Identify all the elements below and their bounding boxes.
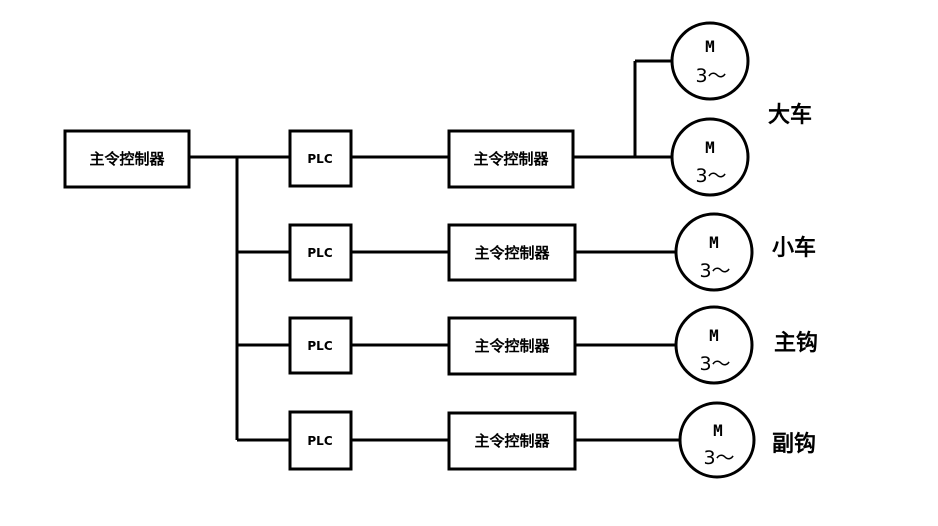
motor: M 3～ bbox=[670, 117, 750, 197]
main-controller-label: 主令控制器 bbox=[89, 150, 165, 168]
motor-symbol: M bbox=[709, 326, 719, 345]
controller-label: 主令控制器 bbox=[473, 150, 549, 168]
branch-label: 大车 bbox=[768, 102, 812, 128]
motor-symbol: M bbox=[709, 233, 719, 252]
plc-label: PLC bbox=[307, 434, 332, 448]
motor: M 3～ bbox=[674, 212, 754, 292]
plc-label: PLC bbox=[307, 152, 332, 166]
branch-main-hook: PLC 主令控制器 M 3～ 主钩 bbox=[288, 305, 818, 385]
motor: M 3～ bbox=[670, 21, 750, 101]
motor-phase: 3～ bbox=[699, 260, 730, 282]
motor: M 3～ bbox=[674, 305, 754, 385]
motor-phase: 3～ bbox=[703, 447, 734, 469]
motor: M 3～ bbox=[678, 401, 756, 479]
motor-symbol: M bbox=[705, 37, 715, 56]
controller-label: 主令控制器 bbox=[474, 432, 550, 450]
main-controller-box: 主令控制器 bbox=[63, 129, 191, 189]
motor-symbol: M bbox=[705, 138, 715, 157]
plc-label: PLC bbox=[307, 246, 332, 260]
plc-label: PLC bbox=[307, 339, 332, 353]
branch-aux-hook: PLC 主令控制器 M 3～ 副钩 bbox=[288, 401, 816, 479]
branch-label: 小车 bbox=[772, 235, 816, 261]
motor-phase: 3～ bbox=[699, 353, 730, 375]
branch-label: 副钩 bbox=[772, 431, 816, 457]
motor-symbol: M bbox=[713, 421, 723, 440]
controller-label: 主令控制器 bbox=[474, 244, 550, 262]
branch-bridge: PLC 主令控制器 M 3～ M 3～ 大车 bbox=[288, 21, 812, 197]
branch-trolley: PLC 主令控制器 M 3～ 小车 bbox=[288, 212, 816, 292]
branch-label: 主钩 bbox=[774, 330, 818, 356]
motor-phase: 3～ bbox=[695, 65, 726, 87]
controller-label: 主令控制器 bbox=[474, 337, 550, 355]
motor-phase: 3～ bbox=[695, 165, 726, 187]
wiring bbox=[189, 59, 680, 442]
